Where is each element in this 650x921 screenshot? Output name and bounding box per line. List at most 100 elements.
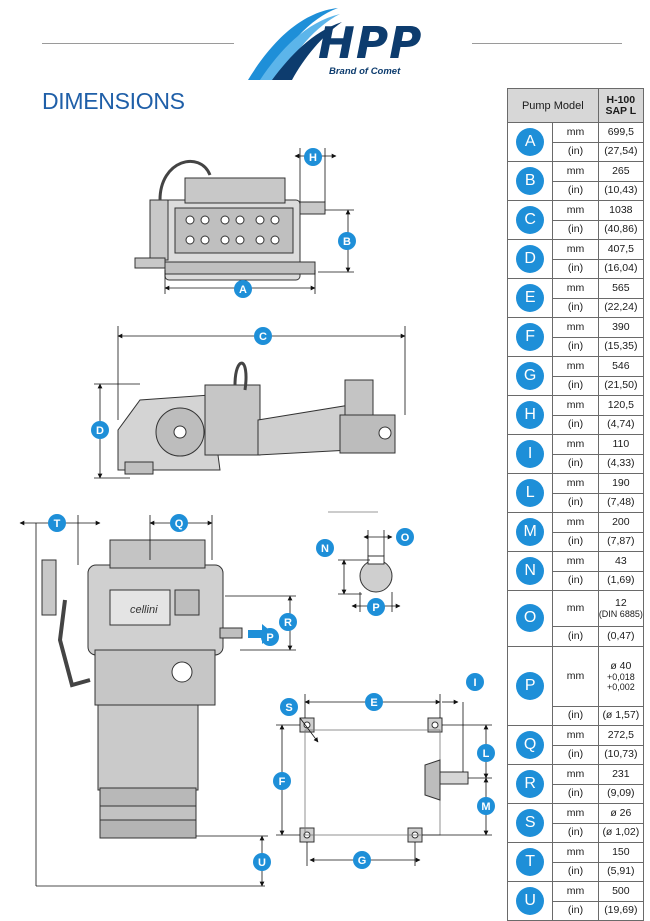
value-in-cell: (1,69) (597, 570, 645, 591)
unit-mm-cell: mm (552, 200, 599, 221)
unit-mm-cell: mm (552, 317, 599, 338)
dimension-letter-cell: Q (506, 725, 554, 765)
value-mm-cell: 272,5 (597, 725, 645, 746)
logo-wordmark: HPP (318, 18, 423, 69)
dimension-letter-badge: S (516, 809, 545, 837)
model-name-line1: H-100 (606, 93, 636, 106)
value-mm: ø 40 (610, 659, 632, 672)
unit-in-cell: (in) (552, 492, 599, 513)
svg-text:M: M (481, 801, 490, 813)
dimension-letter-cell: D (506, 239, 554, 279)
value-mm: 265 (612, 164, 630, 177)
dimension-letter-badge: O (516, 604, 545, 633)
value-in-cell: (7,48) (597, 492, 645, 513)
top-view-drawing (134, 159, 326, 281)
value-mm-cell: 120,5 (597, 395, 645, 416)
value-in-cell: (16,04) (597, 258, 645, 279)
value-mm-cell: 699,5 (597, 122, 645, 143)
value-mm: 110 (612, 437, 630, 450)
svg-text:P: P (372, 602, 379, 614)
unit-in-cell: (in) (552, 453, 599, 474)
table-row: (in)(10,73) (508, 744, 645, 765)
unit-in-cell: (in) (552, 822, 599, 843)
svg-text:O: O (401, 532, 410, 544)
value-mm: 231 (612, 767, 630, 780)
svg-text:T: T (54, 518, 61, 530)
badge-m: M (477, 797, 495, 815)
value-mm: 1038 (609, 203, 633, 216)
unit-in-cell: (in) (552, 219, 599, 240)
unit-in-cell: (in) (552, 900, 599, 921)
value-in-cell: (9,09) (597, 783, 645, 804)
badge-f: F (273, 772, 291, 790)
dimension-letter-badge: E (516, 284, 545, 312)
svg-text:G: G (358, 855, 367, 867)
svg-text:A: A (239, 284, 247, 296)
model-column-header: H-100 SAP L (597, 88, 645, 123)
value-in-cell: (4,33) (597, 453, 645, 474)
nameplate-text: cellini (130, 604, 158, 616)
front-view-dimension-lines (19, 515, 296, 887)
dimension-letter-badge: D (516, 245, 545, 273)
value-mm-cell: 231 (597, 764, 645, 785)
unit-in-cell: (in) (552, 297, 599, 318)
dimension-letter-badge: U (516, 887, 545, 915)
dimension-letter-cell: L (506, 473, 554, 513)
base-plan-drawing (299, 717, 469, 843)
value-mm-cell: 1038 (597, 200, 645, 221)
value-mm-cell: 200 (597, 512, 645, 533)
pump-dimension-drawings: cellini (19, 148, 495, 887)
value-in-cell: (27,54) (597, 141, 645, 162)
value-mm-cell: 565 (597, 278, 645, 299)
badge-d: D (91, 421, 109, 439)
dimension-letter-cell: U (506, 881, 554, 921)
badge-h: H (304, 148, 322, 166)
dimension-letter-badge: N (516, 557, 545, 585)
value-mm-tolerance: +0,002 (606, 681, 635, 692)
logo-tagline: Brand of Comet (329, 66, 401, 77)
badge-n: N (316, 539, 334, 557)
svg-text:P: P (266, 632, 273, 644)
dimension-letter-cell: O (506, 590, 554, 647)
value-mm: 200 (612, 515, 630, 528)
value-mm: 407,5 (607, 242, 634, 255)
value-mm-cell: 546 (597, 356, 645, 377)
dimension-letter-badge: G (516, 362, 545, 390)
dimension-label-badges: H B A C D T Q R P U N O P S E I L M F G (48, 148, 495, 871)
dimension-letter-cell: B (506, 161, 554, 201)
dimension-letter-cell: G (506, 356, 554, 396)
table-row: (in)(16,04) (508, 258, 645, 279)
unit-mm-cell: mm (552, 551, 599, 572)
value-mm: 699,5 (607, 125, 634, 138)
unit-in-cell: (in) (552, 414, 599, 435)
dimension-letter-cell: A (506, 122, 554, 162)
table-row: (in)(ø 1,57) (508, 705, 645, 726)
unit-mm-cell: mm (552, 395, 599, 416)
value-mm-note: (DIN 6885) (598, 609, 643, 619)
value-in-cell: (22,24) (597, 297, 645, 318)
value-mm-cell: 43 (597, 551, 645, 572)
value-in-cell: (10,43) (597, 180, 645, 201)
value-mm: 12 (614, 597, 627, 609)
unit-mm-cell: mm (552, 881, 599, 902)
unit-mm-cell: mm (552, 278, 599, 299)
dimension-letter-badge: M (516, 518, 545, 546)
unit-mm-cell: mm (552, 842, 599, 863)
value-in-cell: (4,74) (597, 414, 645, 435)
badge-p-front: P (261, 628, 279, 646)
value-mm-cell: 150 (597, 842, 645, 863)
svg-text:D: D (96, 425, 104, 437)
value-mm: 120,5 (607, 398, 634, 411)
badge-a: A (234, 280, 252, 298)
table-row: (in)(19,69) (508, 900, 645, 921)
front-view-drawing (41, 539, 243, 839)
badge-t: T (48, 514, 66, 532)
